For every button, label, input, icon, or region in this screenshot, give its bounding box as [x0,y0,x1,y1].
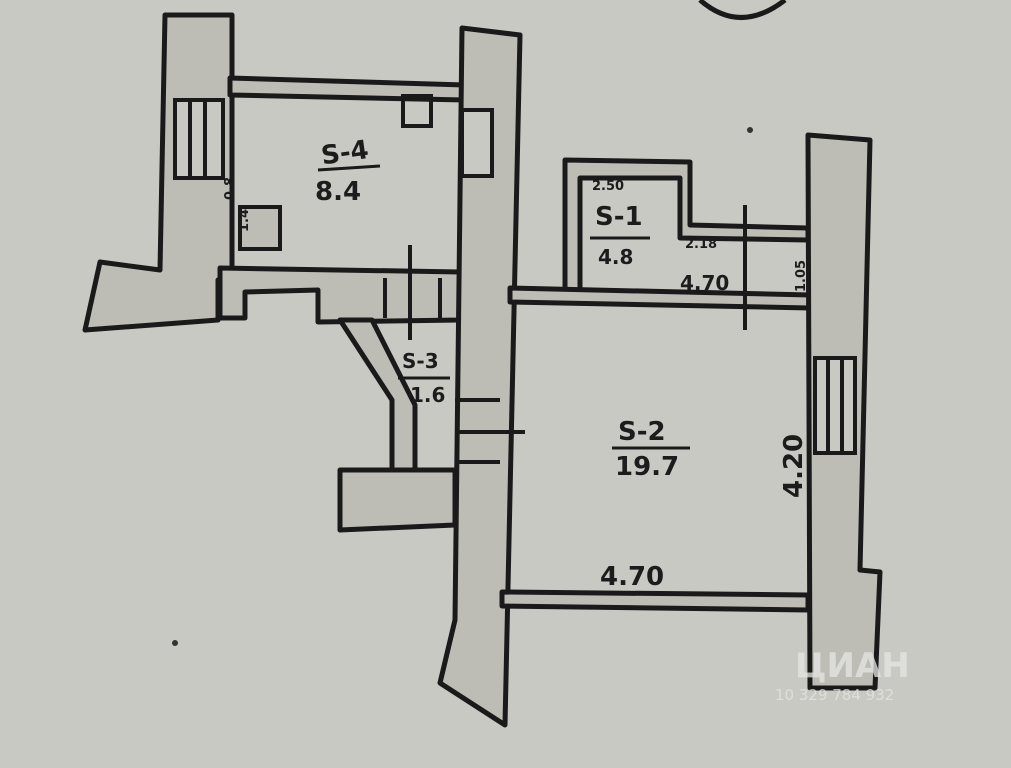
wall-bottom-s4 [217,265,463,325]
room-s1-dim-b: 2.18 [685,237,717,252]
speck [172,640,178,646]
room-s3-area: 1.6 [410,383,445,407]
wall-bottom-s2 [499,589,811,613]
central-wall-niche [460,108,494,178]
partial-circle-mark [698,0,787,20]
door-s4 [383,245,442,340]
watermark: ЦИАН 10 329 784 932 [775,646,910,704]
wall-central-vertical [437,25,523,728]
wall-left-vertical [82,12,235,333]
sink-icon [401,94,433,128]
dim-height-right: 4.20 [779,434,809,498]
room-s4-name: S-4 [319,135,370,171]
dim-small-left: 0.8 [223,177,238,200]
room-s4-label: S-4 8.4 [315,135,381,207]
dim-width-top: 4.70 [680,271,729,295]
watermark-id: 10 329 784 932 [775,686,894,704]
speck [747,127,753,133]
room-s3-name: S-3 [402,349,439,373]
wall-diagonal-s3 [337,317,418,473]
window-left [173,98,225,180]
door-s3 [455,398,525,464]
wall-between-s1-s2 [507,285,813,311]
dim-small-left2: 1.4 [237,209,252,232]
dim-width-bottom: 4.70 [600,562,664,592]
room-s1-name: S-1 [595,202,643,232]
room-s2-label: S-2 19.7 [612,417,690,482]
room-s1-dim-a: 2.50 [592,179,624,194]
window-right [813,356,857,455]
room-s2-name: S-2 [618,417,666,447]
dim-small-right: 1.05 [794,260,809,292]
stove-icon [238,205,282,251]
room-s3-label: S-3 1.6 [398,349,450,407]
wall-lower-stub [337,467,458,533]
room-s2-area: 19.7 [615,452,679,482]
room-s1-area: 4.8 [598,245,633,269]
room-s4-area: 8.4 [315,177,361,207]
watermark-brand: ЦИАН [795,646,910,686]
room-s1-label: S-1 4.8 2.50 2.18 [590,179,717,269]
